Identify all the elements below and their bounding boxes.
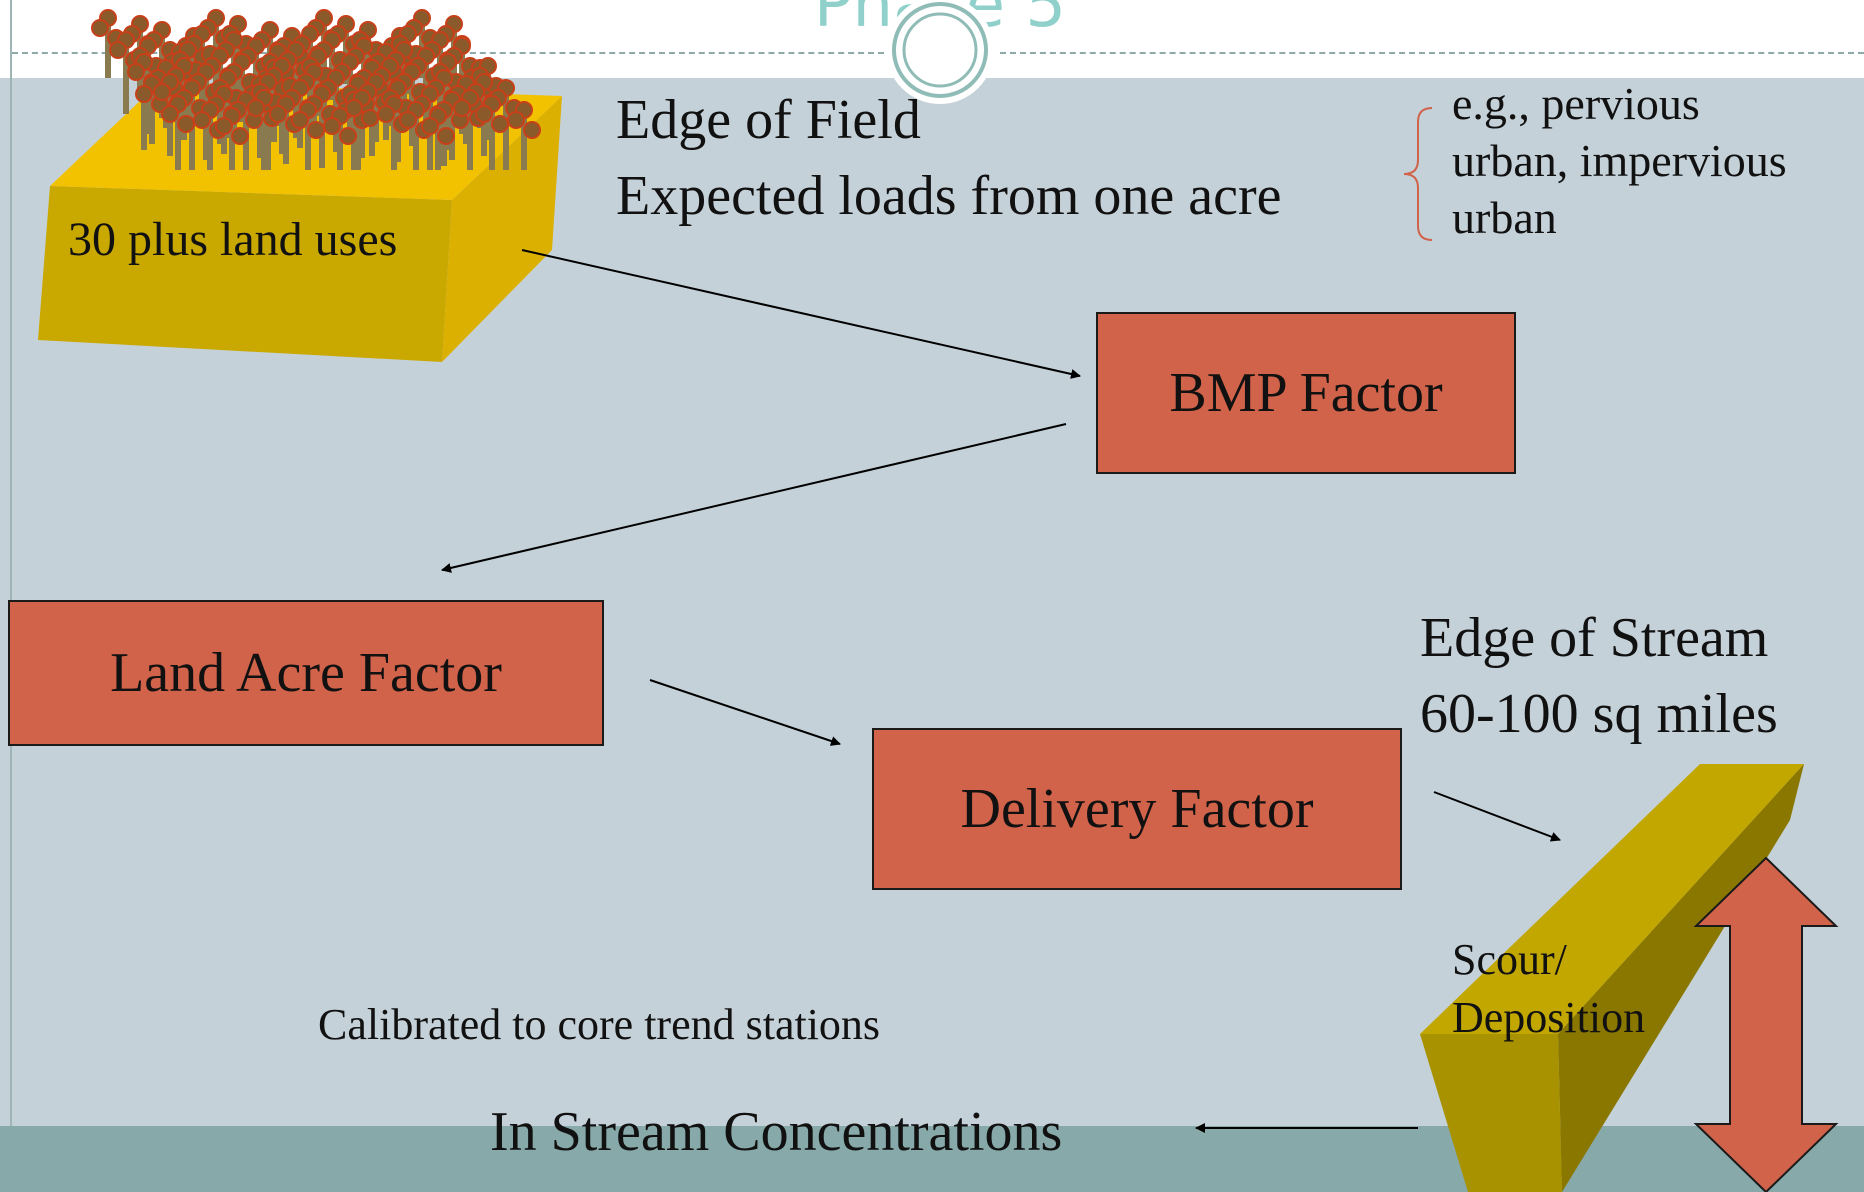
arrow-land-acre-to-delivery [649, 679, 841, 746]
field-block-front [38, 186, 452, 362]
arrow-field-to-bmp [521, 249, 1081, 379]
arrow-bmp-to-land-acre [441, 423, 1067, 573]
title-ring-icon [886, 0, 994, 104]
land-acre-factor-box: Land Acre Factor [8, 600, 604, 746]
example-line-1: e.g., pervious [1452, 78, 1700, 129]
header-divider-right [1000, 52, 1864, 54]
delivery-factor-box: Delivery Factor [872, 728, 1402, 890]
example-line-3: urban [1452, 192, 1557, 243]
arrow-delivery-to-stream [1433, 791, 1561, 842]
edge-of-field-subtitle: Expected loads from one acre [616, 165, 1282, 227]
field-block-side [442, 96, 562, 362]
edge-of-stream-subtitle: 60-100 sq miles [1420, 683, 1778, 745]
in-stream-concentrations-label: In Stream Concentrations [490, 1101, 1063, 1163]
land-use-posts-icon [91, 9, 541, 170]
bmp-factor-box: BMP Factor [1096, 312, 1516, 474]
example-line-2: urban, impervious [1452, 135, 1787, 186]
edge-of-stream-title: Edge of Stream [1420, 607, 1769, 669]
scour-label: Scour/ [1452, 935, 1567, 984]
field-block-label: 30 plus land uses [68, 213, 398, 266]
field-block [38, 9, 562, 362]
deposition-label: Deposition [1452, 993, 1646, 1042]
left-rule [10, 0, 12, 1192]
edge-of-field-title: Edge of Field [616, 89, 921, 151]
calibration-note: Calibrated to core trend stations [318, 1000, 881, 1049]
